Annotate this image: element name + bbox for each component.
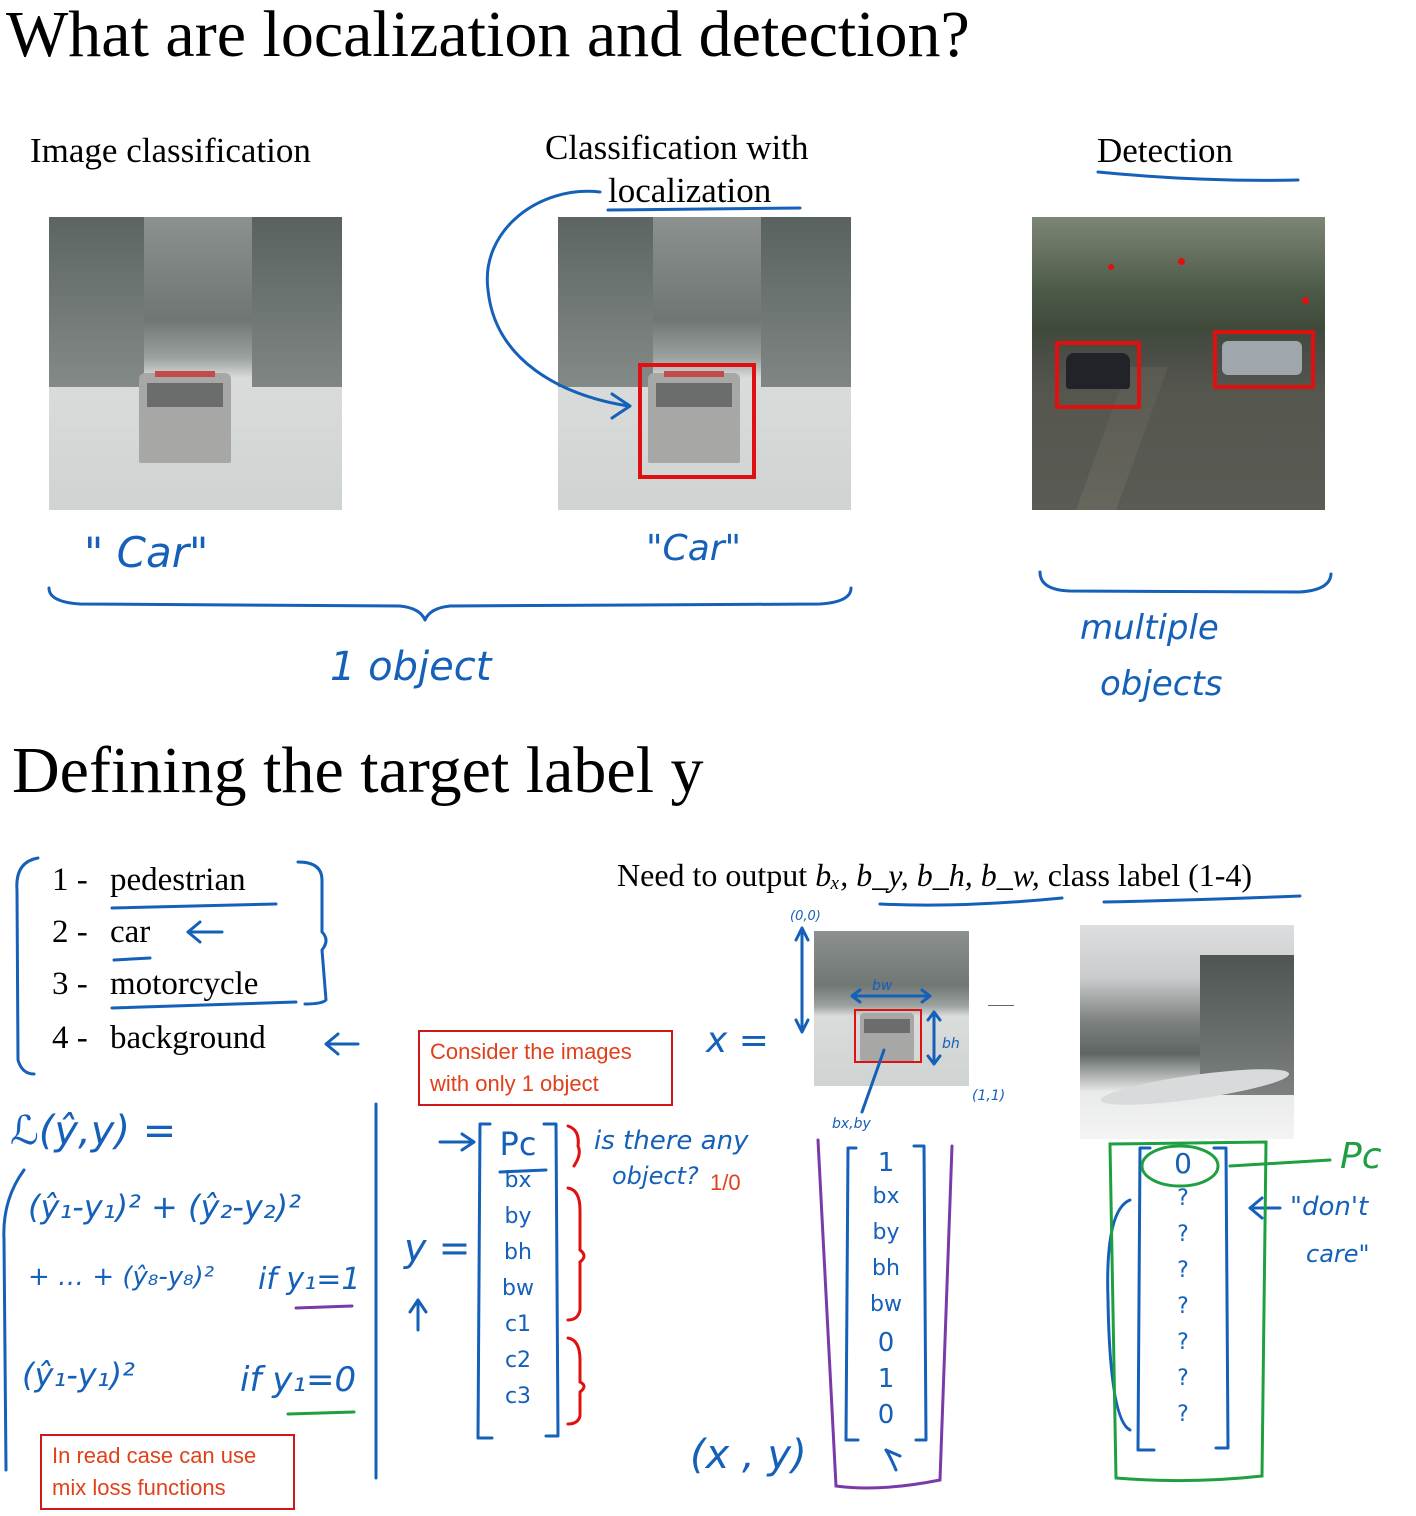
x-equals-label: x = (706, 1020, 769, 1061)
snowy-forest-road-photo (1080, 925, 1294, 1139)
section-title: Defining the target label y (12, 734, 704, 807)
y-vector-entry: c3 (504, 1384, 532, 1409)
class-item-4: 4 - background (52, 1020, 266, 1057)
snow-road-car-photo (49, 217, 342, 510)
caption-classification-with: Classification with (545, 128, 809, 167)
example-vector-entry: 0 (877, 1400, 895, 1430)
class-name: background (110, 1020, 266, 1056)
snow-road-car-localized-photo (558, 217, 851, 510)
class-item-1: 1 - pedestrian (52, 862, 246, 899)
bounding-box (1055, 341, 1141, 409)
example-vector-entry: 1 (877, 1148, 895, 1178)
caption-detection: Detection (1097, 131, 1234, 170)
dont-care-vector-entry: ? (1177, 1186, 1189, 1211)
y-vector-entry: by (504, 1204, 532, 1229)
class-name: motorcycle (110, 966, 259, 1002)
note-mix-loss: In read case can use mix loss functions (40, 1434, 295, 1510)
dont-care-vector-entry: ? (1177, 1222, 1189, 1247)
bounding-box (1213, 330, 1315, 389)
object-question-label: object? (612, 1162, 699, 1190)
origin-label: (0,0) (790, 909, 821, 924)
one-object-label: 1 object (330, 644, 492, 690)
example-vector-entry: bw (870, 1292, 902, 1317)
small-car-photo (814, 931, 969, 1086)
loss-label: ℒ(ŷ,y) = (10, 1108, 177, 1154)
bounding-box (638, 363, 756, 479)
pc-label-right: Pc (1340, 1136, 1382, 1177)
dont-care-vector-entry: 0 (1174, 1147, 1192, 1180)
main-title: What are localization and detection? (6, 0, 970, 71)
example-vector-entry: by (872, 1220, 900, 1245)
loss-line-2: + … + (ŷ₈-y₈)² (28, 1262, 215, 1292)
bh-label: bh (942, 1036, 960, 1052)
need-output-line: Need to output bₓ, b_y, b_h, b_w, class … (617, 857, 1252, 894)
dont-label: "don't (1290, 1192, 1369, 1222)
class-item-3: 3 - motorcycle (52, 966, 258, 1003)
example-vector-entry: 1 (877, 1364, 895, 1394)
dont-care-vector-entry: ? (1177, 1366, 1189, 1391)
class-name: car (110, 914, 151, 950)
need-output-vars: bₓ, b_y, b_h, b_w, (815, 857, 1040, 893)
corner-label: (1,1) (972, 1088, 1006, 1104)
class-number: 4 - (52, 1020, 88, 1056)
class-number: 1 - (52, 862, 88, 898)
example-vector-entry: bx (872, 1184, 900, 1209)
class-item-2: 2 - car (52, 914, 150, 951)
caption-image-classification: Image classification (30, 131, 311, 170)
if-y1-equals-1: if y₁=1 (258, 1262, 361, 1297)
bw-label: bw (872, 978, 893, 994)
y-vector-entry: bx (504, 1168, 532, 1193)
dont-care-vector-entry: ? (1177, 1330, 1189, 1355)
car-label-hand-2: "Car" (646, 528, 742, 569)
note-consider-images: Consider the images with only 1 object (418, 1030, 673, 1106)
car-label-hand-1: " Car" (84, 528, 209, 577)
y-vector-entry: c2 (504, 1348, 532, 1373)
divider (988, 1005, 1014, 1006)
multiple-label: multiple (1080, 608, 1219, 648)
street-detection-photo (1032, 217, 1325, 510)
y-equals-label: y = (404, 1226, 471, 1270)
dont-care-vector-entry: ? (1177, 1258, 1189, 1283)
dont-care-vector: 0 ? ? ? ? ? ? ? (1154, 1150, 1212, 1440)
dont-care-vector-entry: ? (1177, 1402, 1189, 1427)
xy-pair-label: (x , y) (690, 1432, 807, 1478)
care-label: care" (1306, 1240, 1370, 1268)
loss-line-3: (ŷ₁-y₁)² (22, 1356, 135, 1394)
caption-localization: localization (608, 171, 772, 210)
example-vector-entry: 0 (877, 1328, 895, 1358)
objects-label: objects (1100, 664, 1223, 704)
dont-care-vector-entry: ? (1177, 1294, 1189, 1319)
class-name: pedestrian (110, 862, 246, 898)
one-zero-label: 1/0 (710, 1170, 741, 1195)
example-vector-entry: bh (872, 1256, 900, 1281)
y-vector-entry: c1 (504, 1312, 532, 1337)
y-vector: Pc bx by bh bw c1 c2 c3 (492, 1128, 544, 1422)
y-vector-entry: Pc (499, 1125, 537, 1163)
need-output-prefix: Need to output (617, 857, 808, 893)
is-there-label: is there any (594, 1126, 749, 1156)
if-y1-equals-0: if y₁=0 (240, 1360, 357, 1400)
example-vector: 1 bx by bh bw 0 1 0 (858, 1150, 914, 1438)
y-vector-entry: bw (502, 1276, 534, 1301)
y-vector-entry: bh (504, 1240, 532, 1265)
class-number: 2 - (52, 914, 88, 950)
need-output-suffix: class label (1-4) (1047, 857, 1253, 893)
bxby-label: bx,by (832, 1116, 871, 1132)
loss-line-1: (ŷ₁-y₁)² + (ŷ₂-y₂)² (28, 1188, 301, 1226)
class-number: 3 - (52, 966, 88, 1002)
